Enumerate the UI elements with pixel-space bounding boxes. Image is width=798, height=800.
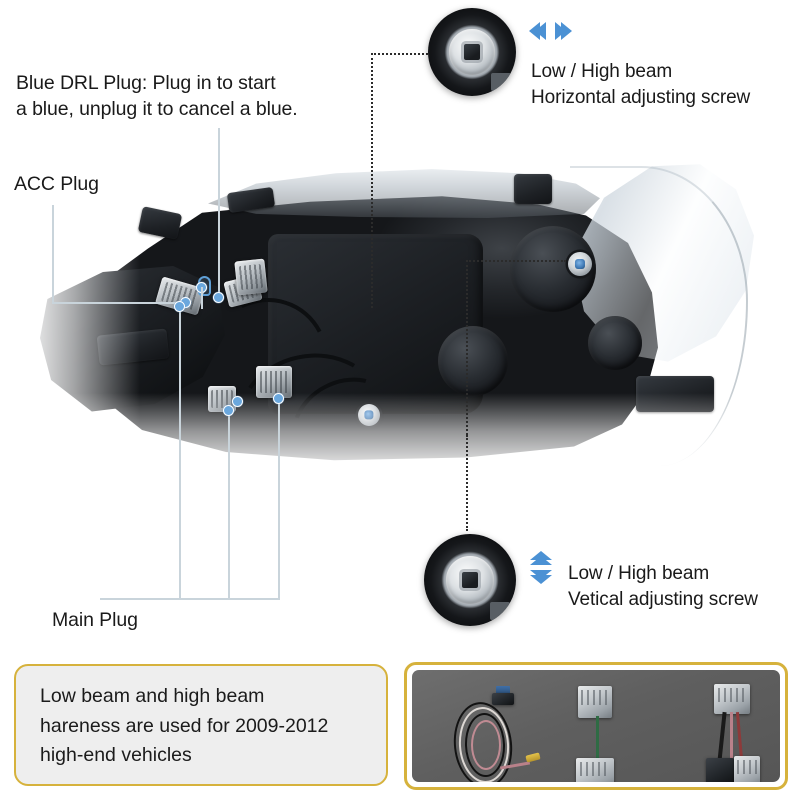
callout-main-plug: Main Plug — [52, 609, 138, 631]
leader-dot-main-2 — [223, 405, 234, 416]
harness-photo-panel — [404, 662, 788, 790]
leader-main-riser-2 — [228, 410, 230, 599]
leader-main-riser-1 — [179, 306, 181, 599]
main-plug-connector — [234, 258, 268, 296]
callout-blue-drl-plug: Blue DRL Plug: Plug in to start a blue, … — [16, 72, 298, 120]
leader-blue-drl — [218, 128, 220, 298]
leader-dot-connector-mid — [232, 396, 243, 407]
harness-photo — [412, 670, 780, 782]
harness-item-adapter — [572, 686, 632, 782]
vertical-screw-closeup-photo — [424, 534, 516, 626]
dotline-horizontal-screw-head-drop — [466, 260, 468, 435]
callout-vertical-screw-line2: Vetical adjusting screw — [568, 589, 758, 610]
leader-dot-main-1 — [174, 301, 185, 312]
leader-dot-blue-drl — [213, 292, 224, 303]
leader-acc-vertical — [52, 205, 54, 303]
chevron-left-icon — [529, 22, 546, 40]
dotline-horizontal-screw-top — [371, 53, 435, 55]
dotline-horizontal-screw-down — [371, 53, 373, 308]
large-plug-connector — [256, 366, 292, 398]
dotline-vertical-screw — [466, 435, 468, 531]
callout-vertical-screw-line1: Low / High beam — [568, 563, 710, 584]
mount-tab-top-right — [514, 174, 552, 204]
chevron-up-icon — [530, 551, 552, 565]
bulb-cover-side — [588, 316, 642, 370]
chevron-down-icon — [530, 570, 552, 584]
callout-horizontal-screw-line2: Horizontal adjusting screw — [531, 87, 751, 108]
callout-horizontal-screw-line1: Low / High beam — [531, 61, 673, 82]
vertical-arrows-group — [530, 551, 552, 584]
dotline-horizontal-screw-to-head — [466, 260, 566, 262]
callout-acc-plug: ACC Plug — [14, 173, 99, 195]
compatibility-note-text: Low beam and high beam hareness are used… — [40, 685, 329, 767]
harness-item-splitter — [700, 684, 772, 782]
leader-connector-upper-stem — [201, 287, 203, 309]
horizontal-arrows-group — [529, 22, 572, 40]
headlight-assembly-photo — [20, 148, 770, 513]
chevron-right-icon — [555, 22, 572, 40]
leader-dot-main-3 — [273, 393, 284, 404]
leader-main-riser-3 — [278, 398, 280, 599]
horizontal-adjusting-screw-head — [568, 252, 592, 276]
harness-item-wire-coil — [446, 684, 546, 782]
photo-left-fade — [20, 208, 140, 508]
headlight-lens-rim — [570, 166, 748, 466]
leader-acc-horizontal — [52, 302, 184, 304]
bulb-cover-lower — [438, 326, 508, 396]
mount-tab-left — [137, 206, 183, 240]
leader-main-baseline — [100, 598, 280, 600]
compatibility-note-box: Low beam and high beam hareness are used… — [14, 664, 388, 786]
photo-bottom-fade — [30, 393, 770, 513]
horizontal-screw-closeup-photo — [428, 8, 516, 96]
